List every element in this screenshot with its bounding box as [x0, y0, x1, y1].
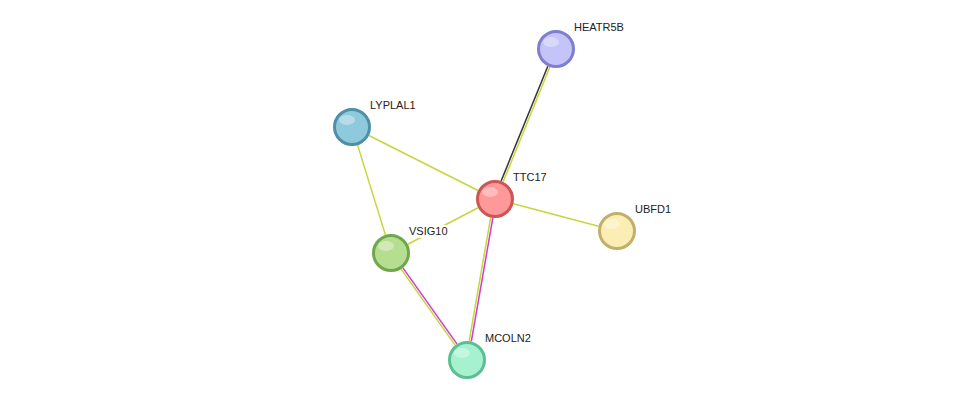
edge-evidence-line — [408, 208, 478, 244]
interaction-edge — [513, 204, 598, 226]
interaction-edge — [401, 268, 457, 345]
interaction-edge — [501, 66, 550, 182]
node-label: UBFD1 — [633, 203, 673, 216]
protein-node: HEATR5B — [537, 30, 575, 68]
edge-evidence-line — [501, 66, 548, 181]
edge-evidence-line — [358, 145, 386, 235]
protein-node: UBFD1 — [598, 212, 636, 250]
interaction-edge — [469, 218, 493, 342]
node-label: VSIG10 — [407, 225, 450, 238]
edge-evidence-line — [369, 136, 478, 191]
protein-node: LYPLAL1 — [333, 108, 371, 146]
edge-evidence-line — [469, 218, 490, 342]
edge-evidence-line — [471, 218, 492, 342]
protein-node: MCOLN2 — [448, 341, 486, 379]
interaction-edge — [358, 145, 386, 235]
node-circle — [476, 180, 514, 218]
node-label: HEATR5B — [572, 21, 626, 34]
node-label: LYPLAL1 — [368, 99, 418, 112]
interaction-edge — [369, 136, 478, 191]
node-circle — [598, 212, 636, 250]
node-circle — [537, 30, 575, 68]
edge-evidence-line — [513, 204, 598, 226]
edge-evidence-line — [403, 268, 457, 344]
node-label: TTC17 — [511, 171, 549, 184]
protein-node: VSIG10 — [372, 234, 410, 272]
edge-evidence-line — [503, 67, 550, 182]
node-label: MCOLN2 — [483, 332, 533, 345]
interaction-edge — [408, 208, 478, 244]
protein-node: TTC17 — [476, 180, 514, 218]
node-circle — [448, 341, 486, 379]
node-circle — [372, 234, 410, 272]
edge-evidence-line — [401, 269, 455, 345]
node-circle — [333, 108, 371, 146]
